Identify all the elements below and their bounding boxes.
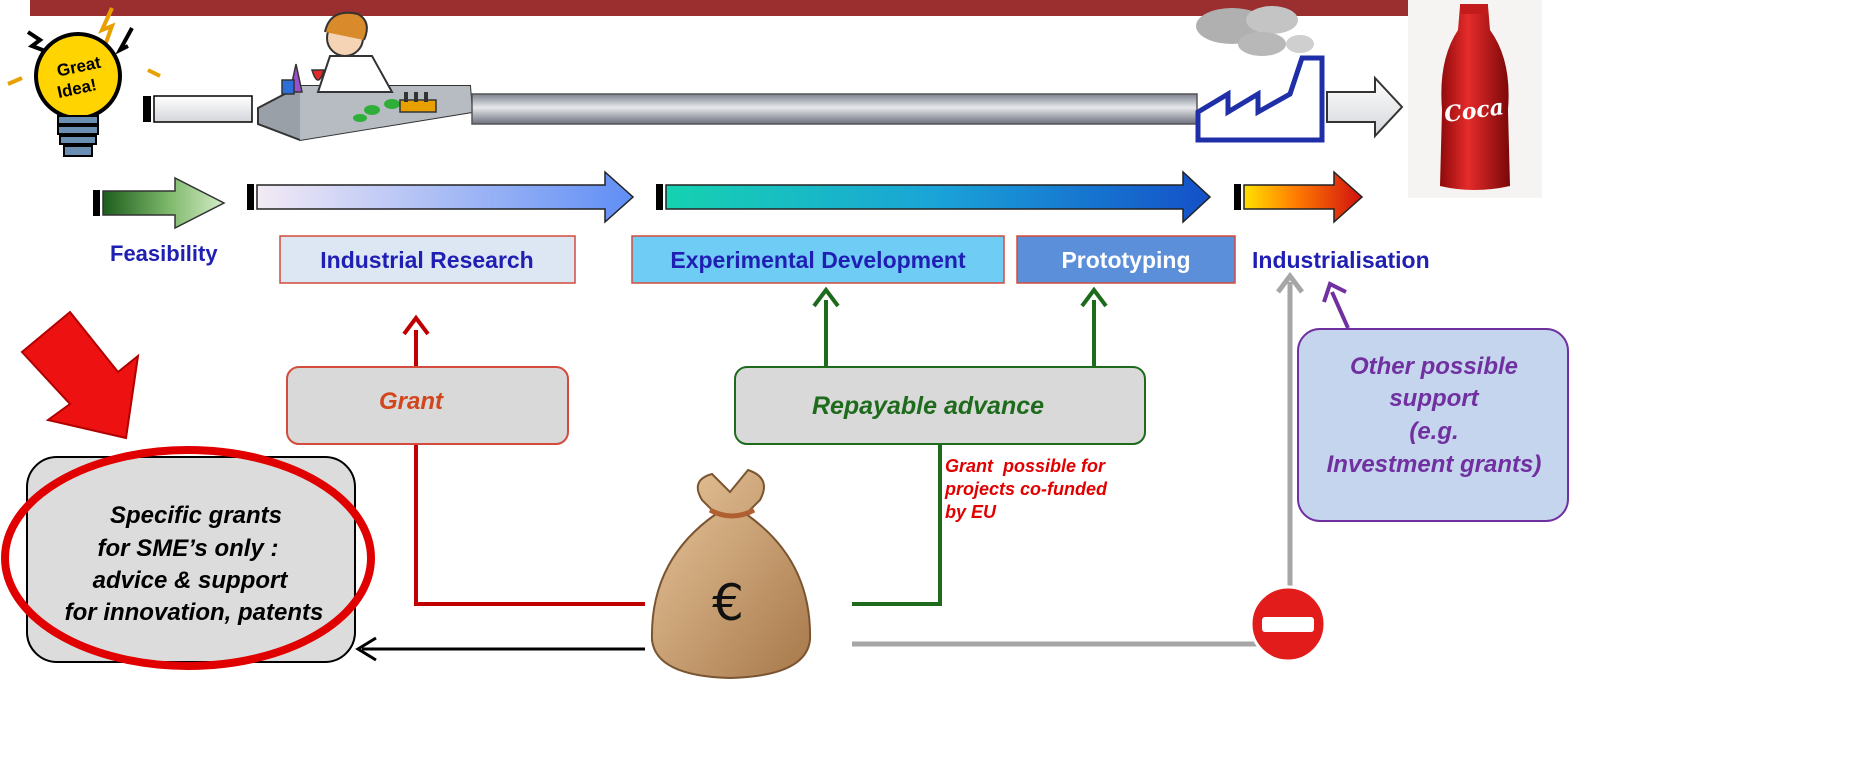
repayable-advance-box: [734, 366, 1146, 445]
phase-feasibility: Feasibility: [110, 241, 218, 266]
idea-arrow: [143, 95, 253, 123]
money-bag-icon: €: [650, 468, 812, 680]
experimental-development-box: [631, 235, 1005, 284]
grant-label: Grant: [379, 388, 444, 415]
factory-icon: [1195, 6, 1325, 143]
bottle-image: Coca: [1408, 0, 1542, 198]
eu-note-line-2: projects co-funded: [944, 479, 1108, 499]
prototyping-box: [1016, 235, 1236, 284]
industrial-research-box: [279, 235, 576, 284]
lab-scientist-illustration: [257, 11, 474, 142]
eu-note-line-1: Grant possible for: [945, 456, 1106, 476]
experimental-development-arrow: [656, 170, 1212, 224]
pointer-arrow: [20, 310, 140, 440]
other-support-line-1: Other possible: [1350, 353, 1518, 380]
pipeline-bar: [471, 93, 1198, 125]
other-support-line-2: support: [1389, 385, 1479, 412]
sme-line-4: for innovation, patents: [65, 599, 324, 626]
title-bar: [30, 0, 1530, 16]
phase-industrial-research: Industrial Research: [320, 247, 533, 273]
sme-line-2: for SME’s only :: [98, 535, 279, 562]
lightbulb-icon: Great Idea!: [7, 7, 161, 157]
sme-line-1: Specific grants: [110, 502, 282, 529]
other-support-box: [1297, 328, 1569, 522]
eu-note-line-3: by EU: [945, 502, 997, 522]
grant-connector: [402, 314, 645, 606]
sme-line-3: advice & support: [93, 567, 289, 594]
phase-prototyping: Prototyping: [1061, 247, 1190, 273]
phase-experimental-development: Experimental Development: [670, 247, 966, 273]
sme-connector: [355, 636, 645, 662]
other-support-connector: [1322, 281, 1350, 329]
repayable-advance-label: Repayable advance: [812, 392, 1044, 420]
sme-highlight-ellipse: [1, 446, 375, 670]
no-entry-icon: [1249, 585, 1327, 663]
industrialisation-arrow: [1234, 170, 1364, 224]
grant-box: [286, 366, 569, 445]
other-support-line-3: (e.g.: [1409, 418, 1458, 445]
market-arrow: [1326, 75, 1404, 139]
phase-industrialisation: Industrialisation: [1252, 247, 1430, 273]
feasibility-arrow: [93, 176, 226, 230]
euro-symbol: €: [712, 574, 744, 632]
other-support-line-4: Investment grants): [1327, 451, 1542, 478]
industrial-research-arrow: [247, 170, 635, 224]
repayable-connector: [812, 286, 1108, 606]
